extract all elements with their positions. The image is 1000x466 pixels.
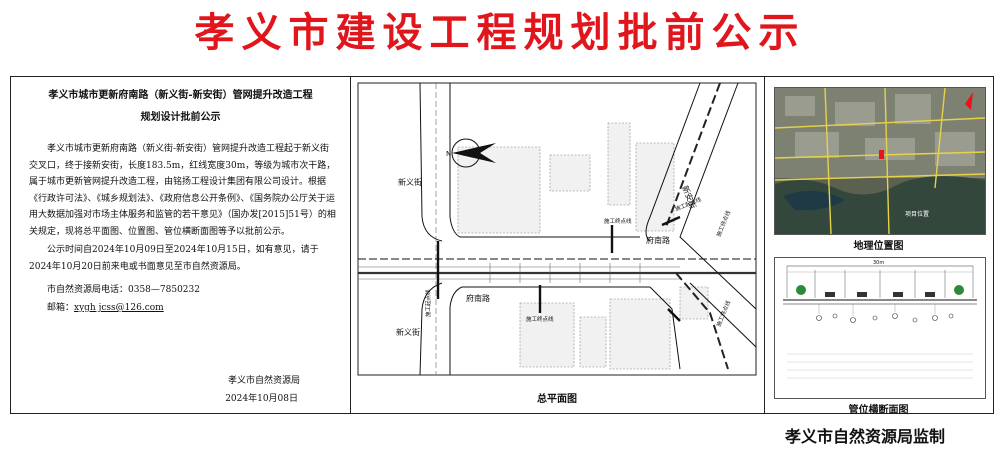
announcement-banner: 孝义市建设工程规划批前公示 [0, 0, 1000, 68]
notice-email[interactable]: xygh jcss@126.com [74, 303, 164, 313]
map-label: 项目位置 [905, 210, 929, 218]
cross-section-width: 30m [873, 260, 884, 266]
road-label-xinyi-bottom: 新义街 [396, 327, 420, 337]
notice-email-line: 邮箱：xygh jcss@126.com [11, 299, 350, 317]
notice-signature-org: 孝义市自然资源局 [227, 376, 300, 386]
cross-section-drawing: 30m [774, 257, 986, 399]
road-label-xinyi-top-text: 新义街 [398, 177, 422, 187]
label-construction-boundary: 施工终点线 [604, 217, 632, 225]
supervised-by: 孝义市自然资源局监制 [784, 427, 945, 446]
project-location-pin-icon [879, 150, 884, 159]
site-plan-drawing: N 新义街 新义街 新安街 府南路 府南路 施工终点线 施工起点线 施工终点线 … [357, 82, 757, 376]
location-map-image: 项目位置 [775, 88, 985, 234]
right-panel: 项目位置 地理位置图 30m [764, 77, 993, 416]
notice-title: 孝义市城市更新府南路（新义街-新安街）管网提升改造工程 规划设计批前公示 [11, 85, 350, 129]
banner-title: 孝义市建设工程规划批前公示 [194, 10, 806, 56]
notice-signature-date: 2024年10月08日 [225, 394, 298, 404]
notice-title-line2: 规划设计批前公示 [140, 112, 221, 123]
site-plan-caption: 总平面图 [537, 394, 577, 405]
notice-paragraph-project: 孝义市城市更新府南路（新义街-新安街）管网提升改造工程起于新义街交叉口，终于接新… [29, 144, 336, 237]
notice-text-panel: 孝义市城市更新府南路（新义街-新安街）管网提升改造工程 规划设计批前公示 孝义市… [11, 77, 351, 413]
north-arrow-icon: N [446, 138, 496, 168]
north-label: N [446, 150, 451, 158]
label-construction-end: 施工终点线 [526, 315, 554, 323]
road-label-funan-bottom: 府南路 [466, 293, 490, 303]
notice-title-line1: 孝义市城市更新府南路（新义街-新安街）管网提升改造工程 [48, 90, 313, 101]
notice-email-label: 邮箱： [47, 303, 75, 313]
label-construction-start: 施工起点线 [424, 289, 432, 317]
cross-section-caption: 管位横断面图 [848, 405, 909, 416]
location-map: 项目位置 [774, 87, 986, 235]
road-label-funan-top: 府南路 [646, 235, 670, 245]
notice-phone: 市自然资源局电话：0358—7850232 [47, 285, 200, 295]
cross-section-image: 30m [783, 260, 977, 379]
road-label-xinyi-top: 新义街 [398, 177, 422, 187]
location-map-caption: 地理位置图 [853, 241, 904, 252]
notice-board: 孝义市城市更新府南路（新义街-新安街）管网提升改造工程 规划设计批前公示 孝义市… [10, 76, 994, 416]
site-plan-panel: N 新义街 新义街 新安街 府南路 府南路 施工终点线 施工起点线 施工终点线 … [350, 77, 765, 413]
notice-paragraph-period: 公示时间自2024年10月09日至2024年10月15日，如有意见，请于2024… [29, 245, 319, 272]
